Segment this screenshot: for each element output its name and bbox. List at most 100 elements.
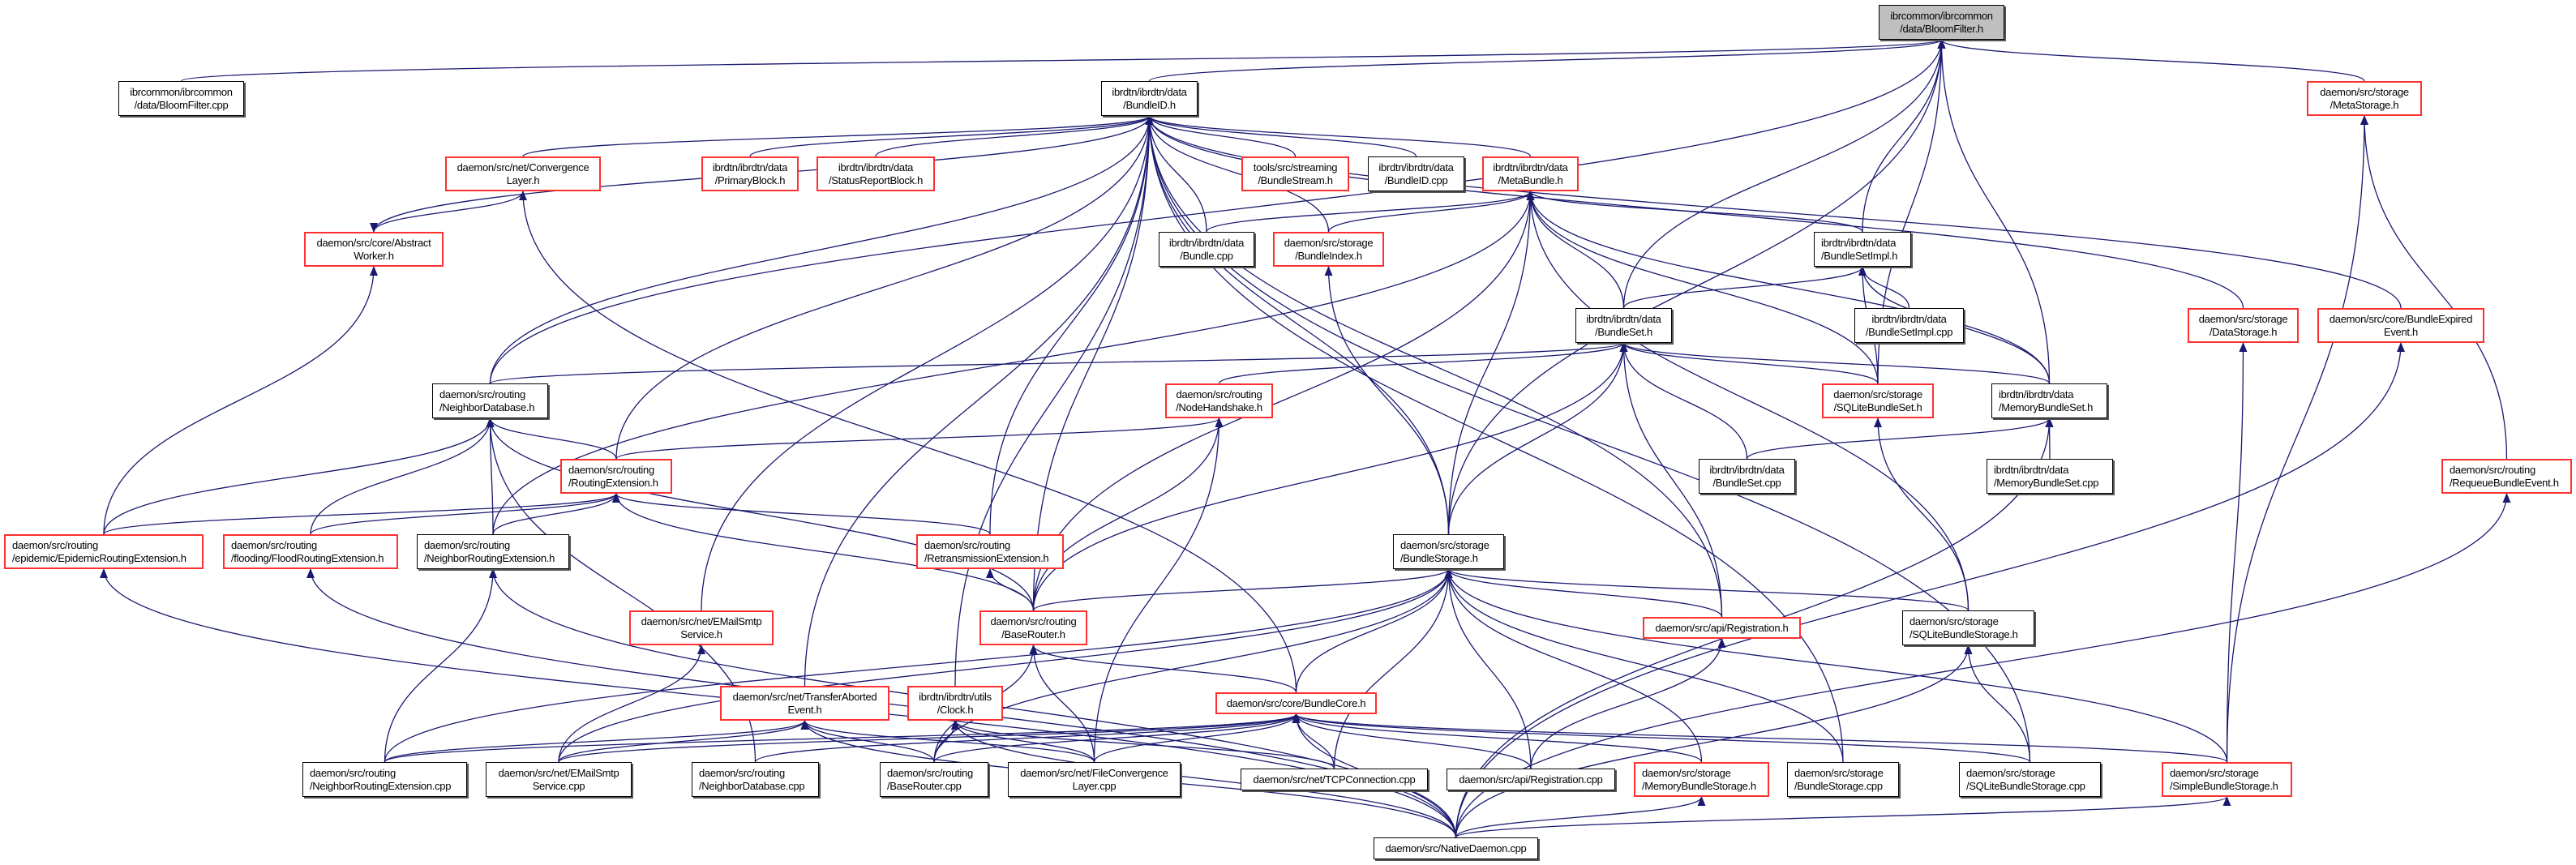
graph-node-memorybundleset-h[interactable]: ibrdtn/ibrdtn/data /MemoryBundleSet.h	[1991, 383, 2107, 418]
graph-node-registration-h[interactable]: daemon/src/api/Registration.h	[1643, 617, 1801, 639]
graph-node-simplebundlestorage-h[interactable]: daemon/src/storage /SimpleBundleStorage.…	[2162, 762, 2292, 797]
node-label: daemon/src/api/Registration.cpp	[1459, 773, 1603, 786]
edge-bundlesetimpl-h-to-metabundle-h	[1526, 191, 1863, 233]
graph-node-bundleindex-h[interactable]: daemon/src/storage /BundleIndex.h	[1273, 232, 1384, 267]
graph-node-bloomfilter-cpp[interactable]: ibrcommon/ibrcommon /data/BloomFilter.cp…	[118, 81, 244, 116]
graph-node-sqlitebundlestorage-h[interactable]: daemon/src/storage /SQLiteBundleStorage.…	[1902, 610, 2034, 645]
edge-bundlestorage-h-to-metabundle-h	[1447, 191, 1535, 535]
graph-node-memorybundlestorage-h[interactable]: daemon/src/storage /MemoryBundleStorage.…	[1634, 762, 1769, 797]
graph-node-epidemic-h[interactable]: daemon/src/routing /epidemic/EpidemicRou…	[4, 534, 204, 569]
graph-node-emailsmtpservice-cpp[interactable]: daemon/src/net/EMailSmtp Service.cpp	[486, 762, 632, 797]
edge-transferaborted-h-to-bundleid-h	[804, 115, 1154, 687]
edge-memorybundleset-h-to-metabundle-h	[1526, 191, 2051, 384]
edge-sqlitebundlestorage-cpp-to-bundlecore-h	[1292, 713, 2031, 763]
node-label: ibrdtn/ibrdtn/utils /Clock.h	[919, 690, 992, 716]
graph-node-sqlitebundlestorage-cpp[interactable]: daemon/src/storage /SQLiteBundleStorage.…	[1959, 762, 2101, 797]
node-label: daemon/src/storage /SQLiteBundleStorage.…	[1966, 766, 2085, 792]
graph-node-fileconvergence-cpp[interactable]: daemon/src/net/FileConvergence Layer.cpp	[1008, 762, 1181, 797]
graph-node-neighbordatabase-h[interactable]: daemon/src/routing /NeighborDatabase.h	[432, 383, 548, 418]
edge-retransmissionext-h-to-bundleid-h	[989, 115, 1154, 535]
edge-convergencelayer-h-to-abstractworker-h	[370, 191, 524, 233]
edge-neighborroutingext-h-to-metabundle-h	[492, 191, 1535, 535]
edge-neighborroutingext-h-to-neighbordatabase-h	[486, 418, 495, 535]
edge-emailsmtpservice-h-to-bundleid-h	[701, 115, 1154, 611]
graph-node-metabundle-h[interactable]: ibrdtn/ibrdtn/data /MetaBundle.h	[1482, 156, 1579, 191]
edge-bundlestorage-cpp-to-bundlestorage-h	[1444, 568, 1844, 763]
graph-node-neighborroutingext-cpp[interactable]: daemon/src/routing /NeighborRoutingExten…	[302, 762, 467, 797]
node-label: ibrdtn/ibrdtn/data /MemoryBundleSet.cpp	[1994, 463, 2099, 489]
graph-node-baserouter-cpp[interactable]: daemon/src/routing /BaseRouter.cpp	[880, 762, 988, 797]
graph-node-neighbordatabase-cpp[interactable]: daemon/src/routing /NeighborDatabase.cpp	[692, 762, 819, 797]
node-label: daemon/src/routing /NeighborDatabase.cpp	[699, 766, 805, 792]
graph-node-bundleid-cpp[interactable]: ibrdtn/ibrdtn/data /BundleID.cpp	[1368, 156, 1464, 191]
node-label: daemon/src/net/Convergence Layer.h	[456, 161, 589, 186]
graph-node-bundlestorage-cpp[interactable]: daemon/src/storage /BundleStorage.cpp	[1787, 762, 1899, 797]
graph-node-bundleid-h[interactable]: ibrdtn/ibrdtn/data /BundleID.h	[1101, 81, 1198, 116]
edge-bundle-cpp-to-bundleid-h	[1145, 115, 1207, 233]
node-label: daemon/src/storage /BundleIndex.h	[1284, 236, 1374, 262]
graph-node-neighborroutingext-h[interactable]: daemon/src/routing /NeighborRoutingExten…	[417, 534, 569, 569]
graph-node-metastorage-h[interactable]: daemon/src/storage /MetaStorage.h	[2307, 81, 2422, 116]
edge-nativedaemon-cpp-to-bundleexpiredevent-h	[1455, 342, 2405, 838]
edge-memorybundleset-h-to-bloomfilter-h	[1937, 39, 2051, 384]
graph-node-clock-h[interactable]: ibrdtn/ibrdtn/utils /Clock.h	[907, 686, 1003, 721]
node-label: daemon/src/net/TransferAborted Event.h	[732, 690, 877, 716]
graph-node-bundleexpiredevent-h[interactable]: daemon/src/core/BundleExpired Event.h	[2317, 308, 2484, 343]
graph-node-emailsmtpservice-h[interactable]: daemon/src/net/EMailSmtp Service.h	[629, 610, 774, 645]
graph-node-memorybundleset-cpp[interactable]: ibrdtn/ibrdtn/data /MemoryBundleSet.cpp	[1987, 459, 2113, 494]
node-label: ibrdtn/ibrdtn/data /BundleID.h	[1112, 85, 1187, 111]
graph-node-baserouter-h[interactable]: daemon/src/routing /BaseRouter.h	[979, 610, 1087, 645]
graph-node-tcpconnection-cpp[interactable]: daemon/src/net/TCPConnection.cpp	[1241, 769, 1428, 790]
node-label: daemon/src/net/EMailSmtp Service.h	[641, 614, 762, 640]
graph-node-convergencelayer-h[interactable]: daemon/src/net/Convergence Layer.h	[445, 156, 601, 191]
graph-node-bundleset-h[interactable]: ibrdtn/ibrdtn/data /BundleSet.h	[1575, 308, 1672, 343]
graph-node-bundlestream-h[interactable]: tools/src/streaming /BundleStream.h	[1241, 156, 1349, 191]
graph-node-bundlestorage-h[interactable]: daemon/src/storage /BundleStorage.h	[1393, 534, 1504, 569]
graph-node-routingextension-h[interactable]: daemon/src/routing /RoutingExtension.h	[560, 459, 672, 494]
node-label: ibrdtn/ibrdtn/data /BundleSetImpl.h	[1821, 236, 1898, 262]
edge-bundlecore-h-to-baserouter-h	[1029, 644, 1297, 693]
graph-node-datastorage-h[interactable]: daemon/src/storage /DataStorage.h	[2188, 308, 2299, 343]
edge-nativedaemon-cpp-to-clock-h	[951, 720, 1457, 838]
graph-node-flood-h[interactable]: daemon/src/routing /flooding/FloodRoutin…	[223, 534, 398, 569]
edge-baserouter-h-to-metabundle-h	[1032, 191, 1535, 611]
edge-baserouter-h-to-bundleset-h	[1032, 342, 1628, 611]
edge-baserouter-cpp-to-bundlecore-h	[933, 713, 1301, 763]
edge-simplebundlestorage-h-to-bundlecore-h	[1292, 713, 2228, 763]
graph-node-registration-cpp[interactable]: daemon/src/api/Registration.cpp	[1447, 769, 1615, 790]
edge-epidemic-h-to-routingextension-h	[103, 493, 620, 535]
edge-neighborroutingext-h-to-routingextension-h	[492, 493, 620, 535]
graph-node-bloomfilter-h[interactable]: ibrcommon/ibrcommon /data/BloomFilter.h	[1879, 5, 2004, 40]
edge-emailsmtpservice-cpp-to-bundlestorage-h	[558, 568, 1453, 763]
node-label: daemon/src/routing /NeighborRoutingExten…	[310, 766, 452, 792]
edge-bundleindex-h-to-bundleid-h	[1145, 115, 1330, 233]
edge-bundleindex-h-to-metabundle-h	[1327, 191, 1535, 233]
edge-neighbordatabase-h-to-bundleset-h	[489, 342, 1627, 384]
graph-node-nodehandshake-h[interactable]: daemon/src/routing /NodeHandshake.h	[1165, 383, 1273, 418]
edge-tcpconnection-cpp-to-bundlestorage-h	[1333, 568, 1453, 769]
graph-node-transferaborted-h[interactable]: daemon/src/net/TransferAborted Event.h	[720, 686, 889, 721]
graph-node-bundlesetimpl-cpp[interactable]: ibrdtn/ibrdtn/data /BundleSetImpl.cpp	[1854, 308, 1964, 343]
node-label: daemon/src/storage /BundleStorage.cpp	[1794, 766, 1884, 792]
graph-node-bundle-cpp[interactable]: ibrdtn/ibrdtn/data /Bundle.cpp	[1159, 232, 1254, 267]
edge-neighbordatabase-h-to-bloomfilter-h	[489, 39, 1946, 384]
graph-node-nativedaemon-cpp[interactable]: daemon/src/NativeDaemon.cpp	[1374, 837, 1538, 859]
graph-node-bundlecore-h[interactable]: daemon/src/core/BundleCore.h	[1215, 692, 1377, 714]
graph-node-abstractworker-h[interactable]: daemon/src/core/Abstract Worker.h	[304, 232, 444, 267]
graph-node-requeuebundleevent-h[interactable]: daemon/src/routing /RequeueBundleEvent.h	[2441, 459, 2572, 494]
graph-node-statusreportblock-h[interactable]: ibrdtn/ibrdtn/data /StatusReportBlock.h	[817, 156, 935, 191]
node-label: daemon/src/storage /SQLiteBundleStorage.…	[1909, 614, 2018, 640]
node-label: ibrdtn/ibrdtn/data /Bundle.cpp	[1168, 236, 1245, 262]
graph-node-bundleset-cpp[interactable]: ibrdtn/ibrdtn/data /BundleSet.cpp	[1699, 459, 1795, 494]
node-label: ibrdtn/ibrdtn/data /MetaBundle.h	[1493, 161, 1568, 186]
graph-node-bundlesetimpl-h[interactable]: ibrdtn/ibrdtn/data /BundleSetImpl.h	[1814, 232, 1911, 267]
graph-node-retransmissionext-h[interactable]: daemon/src/routing /RetransmissionExtens…	[916, 534, 1064, 569]
node-label: daemon/src/routing /NeighborDatabase.h	[439, 388, 535, 413]
graph-node-primaryblock-h[interactable]: ibrdtn/ibrdtn/data /PrimaryBlock.h	[701, 156, 799, 191]
edge-neighborroutingext-cpp-to-neighborroutingext-h	[384, 568, 497, 763]
graph-node-sqlitebundleset-h[interactable]: daemon/src/storage /SQLiteBundleSet.h	[1822, 383, 1934, 418]
edge-clock-h-to-bundleid-h	[954, 115, 1154, 687]
edge-bundlesetimpl-cpp-to-bundlesetimpl-h	[1858, 266, 1910, 309]
edge-baserouter-h-to-bundlestorage-h	[1032, 568, 1453, 611]
